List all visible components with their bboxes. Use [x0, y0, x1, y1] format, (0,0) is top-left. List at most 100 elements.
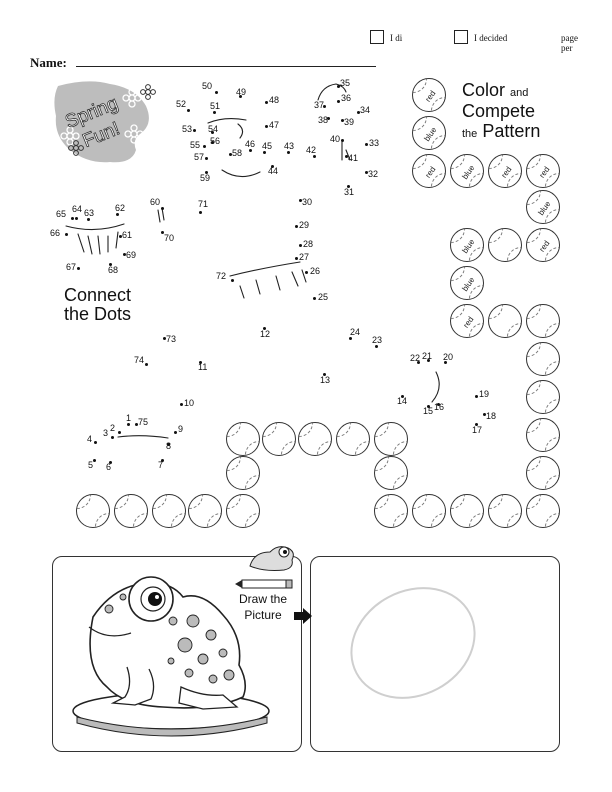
dot-point[interactable] [298, 198, 302, 202]
dot-point[interactable] [70, 216, 74, 220]
pattern-ball[interactable] [226, 494, 260, 528]
dot-point[interactable] [108, 262, 112, 266]
dot-point[interactable] [340, 138, 344, 142]
pattern-ball[interactable] [488, 228, 522, 262]
dot-point[interactable] [348, 336, 352, 340]
dot-point[interactable] [86, 217, 90, 221]
dot-point[interactable] [356, 110, 360, 114]
pattern-ball[interactable] [412, 494, 446, 528]
dot-point[interactable] [336, 84, 340, 88]
dot-point[interactable] [474, 394, 478, 398]
pattern-ball[interactable] [226, 422, 260, 456]
dot-point[interactable] [230, 278, 234, 282]
dot-point[interactable] [108, 460, 112, 464]
dot-point[interactable] [134, 422, 138, 426]
dot-point[interactable] [64, 232, 68, 236]
dot-point[interactable] [74, 216, 78, 220]
dot-point[interactable] [198, 210, 202, 214]
dot-point[interactable] [286, 150, 290, 154]
dot-point[interactable] [160, 230, 164, 234]
pattern-ball[interactable] [526, 494, 560, 528]
dot-point[interactable] [126, 422, 130, 426]
dot-point[interactable] [264, 100, 268, 104]
dot-point[interactable] [482, 412, 486, 416]
dot-point[interactable] [179, 402, 183, 406]
dot-point[interactable] [76, 266, 80, 270]
pattern-ball[interactable] [526, 342, 560, 376]
dot-point[interactable] [210, 130, 214, 134]
pattern-ball[interactable] [76, 494, 110, 528]
pattern-ball[interactable] [526, 456, 560, 490]
dot-point[interactable] [204, 156, 208, 160]
dot-point[interactable] [264, 124, 268, 128]
pattern-ball[interactable] [336, 422, 370, 456]
dot-point[interactable] [186, 108, 190, 112]
dot-point[interactable] [198, 360, 202, 364]
dot-point[interactable] [204, 170, 208, 174]
dot-point[interactable] [344, 154, 348, 158]
dot-point[interactable] [364, 170, 368, 174]
pattern-ball[interactable] [226, 456, 260, 490]
dot-point[interactable] [202, 144, 206, 148]
pattern-ball[interactable]: blue [450, 266, 484, 300]
dot-point[interactable] [298, 243, 302, 247]
pattern-ball[interactable] [526, 418, 560, 452]
pattern-ball[interactable]: red [526, 228, 560, 262]
dot-point[interactable] [118, 234, 122, 238]
dot-point[interactable] [270, 164, 274, 168]
dot-point[interactable] [212, 110, 216, 114]
pattern-ball[interactable] [374, 456, 408, 490]
dot-point[interactable] [248, 148, 252, 152]
dot-point[interactable] [92, 458, 96, 462]
dot-point[interactable] [416, 360, 420, 364]
pattern-ball[interactable] [188, 494, 222, 528]
dot-point[interactable] [238, 94, 242, 98]
dot-point[interactable] [340, 118, 344, 122]
dot-point[interactable] [364, 142, 368, 146]
pattern-ball[interactable] [114, 494, 148, 528]
pattern-ball[interactable] [374, 422, 408, 456]
dot-point[interactable] [173, 430, 177, 434]
dot-point[interactable] [336, 99, 340, 103]
dot-point[interactable] [115, 212, 119, 216]
dot-point[interactable] [474, 422, 478, 426]
dot-point[interactable] [210, 140, 214, 144]
dot-point[interactable] [166, 442, 170, 446]
dot-point[interactable] [117, 430, 121, 434]
dot-point[interactable] [304, 270, 308, 274]
pattern-ball[interactable]: red [450, 304, 484, 338]
dot-point[interactable] [110, 435, 114, 439]
pattern-ball[interactable]: red [488, 154, 522, 188]
pattern-ball[interactable]: red [412, 78, 446, 112]
dot-point[interactable] [436, 402, 440, 406]
name-input-line[interactable] [76, 66, 376, 67]
dot-point[interactable] [262, 326, 266, 330]
pattern-ball[interactable] [488, 494, 522, 528]
pattern-ball[interactable]: blue [412, 116, 446, 150]
dot-point[interactable] [192, 128, 196, 132]
pattern-ball[interactable]: blue [526, 190, 560, 224]
pattern-ball[interactable]: blue [450, 154, 484, 188]
pattern-ball[interactable]: red [412, 154, 446, 188]
dot-point[interactable] [374, 344, 378, 348]
dot-point[interactable] [400, 394, 404, 398]
dot-point[interactable] [312, 296, 316, 300]
draw-picture-panel[interactable] [310, 556, 560, 752]
pattern-ball[interactable]: blue [450, 228, 484, 262]
dot-point[interactable] [214, 90, 218, 94]
checkbox-i-did[interactable] [370, 30, 384, 44]
dot-point[interactable] [160, 206, 164, 210]
dot-point[interactable] [326, 116, 330, 120]
dot-point[interactable] [144, 362, 148, 366]
dot-point[interactable] [312, 154, 316, 158]
pattern-ball[interactable] [262, 422, 296, 456]
dot-point[interactable] [122, 252, 126, 256]
dot-point[interactable] [228, 152, 232, 156]
dot-point[interactable] [443, 360, 447, 364]
checkbox-i-decided[interactable] [454, 30, 468, 44]
pattern-ball[interactable] [152, 494, 186, 528]
pattern-ball[interactable] [374, 494, 408, 528]
dot-point[interactable] [426, 404, 430, 408]
dot-point[interactable] [262, 150, 266, 154]
dot-point[interactable] [294, 256, 298, 260]
